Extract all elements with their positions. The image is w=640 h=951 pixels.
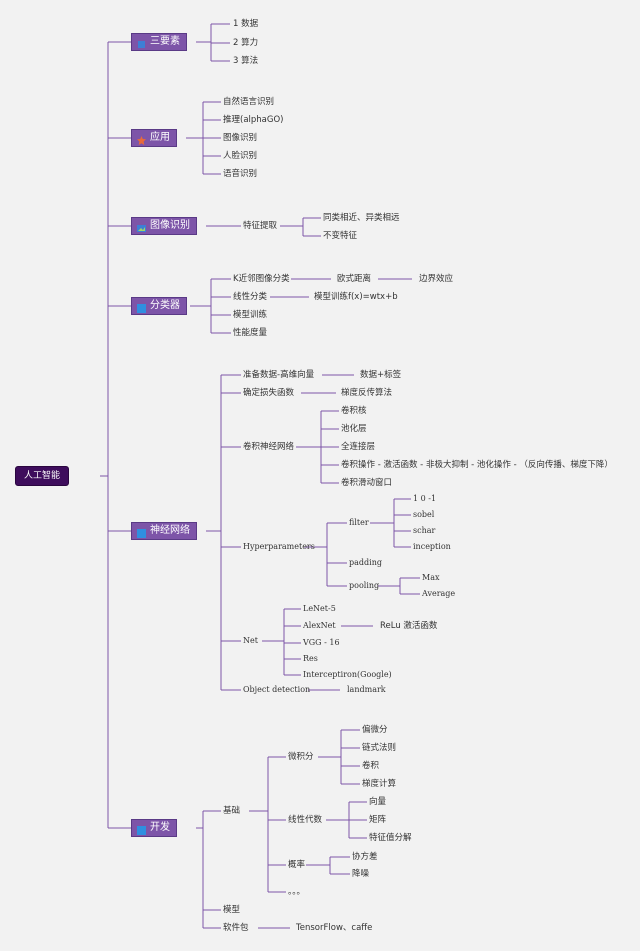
- node-boundary-effect[interactable]: 边界效应: [419, 274, 454, 284]
- branch-label: 分类器: [150, 300, 180, 311]
- square-icon: [137, 527, 146, 538]
- node-model-training-formula[interactable]: 模型训练f(x)=wtx+b: [314, 292, 398, 302]
- node-pooling[interactable]: pooling: [349, 581, 380, 590]
- node-inception[interactable]: inception: [413, 542, 451, 551]
- branch-tu-xiang-shi-bie[interactable]: 图像识别: [131, 217, 197, 235]
- branch-kai-fa[interactable]: 开发: [131, 819, 177, 837]
- node-data-label[interactable]: 数据+标签: [360, 370, 402, 380]
- node-filter[interactable]: filter: [349, 518, 369, 527]
- node-hyperparameters[interactable]: Hyperparameters: [243, 542, 315, 551]
- branch-label: 应用: [150, 132, 170, 143]
- node-padding[interactable]: padding: [349, 558, 382, 567]
- node-covariance[interactable]: 协方差: [352, 852, 378, 862]
- node-net[interactable]: Net: [243, 636, 258, 645]
- node-model-training[interactable]: 模型训练: [233, 310, 268, 320]
- node-gradient-computation[interactable]: 梯度计算: [362, 779, 397, 789]
- node-vgg16[interactable]: VGG - 16: [303, 638, 340, 647]
- node-denoise[interactable]: 降噪: [352, 869, 370, 879]
- node-tensorflow-caffe[interactable]: TensorFlow、caffe: [296, 923, 373, 933]
- image-icon: [137, 222, 146, 232]
- node-max[interactable]: Max: [422, 573, 440, 582]
- node-chain-rule[interactable]: 链式法则: [362, 743, 397, 753]
- node-relu[interactable]: ReLu 激活函数: [380, 621, 438, 631]
- node-pooling-layer[interactable]: 池化层: [341, 424, 367, 434]
- node-nlp[interactable]: 自然语言识别: [223, 97, 275, 107]
- node-ellipsis[interactable]: 。。。: [288, 887, 306, 897]
- branch-shen-jing-wang-luo[interactable]: 神经网络: [131, 522, 197, 540]
- square-icon: [137, 302, 146, 313]
- node-backprop[interactable]: 梯度反传算法: [341, 388, 393, 398]
- node-linear-algebra[interactable]: 线性代数: [288, 815, 323, 825]
- node-lenet5[interactable]: LeNet-5: [303, 604, 336, 613]
- node-res[interactable]: Res: [303, 654, 318, 663]
- node-average[interactable]: Average: [422, 589, 456, 598]
- branch-label: 三要素: [150, 36, 180, 47]
- branch-label: 神经网络: [150, 525, 190, 536]
- node-cnn[interactable]: 卷积神经网络: [243, 442, 295, 452]
- node-basics[interactable]: 基础: [223, 806, 241, 816]
- node-probability[interactable]: 概率: [288, 860, 306, 870]
- node-euclidean[interactable]: 欧式距离: [337, 274, 372, 284]
- node-vector[interactable]: 向量: [369, 797, 387, 807]
- node-image-recognition[interactable]: 图像识别: [223, 133, 258, 143]
- node-filter-1-0-minus1[interactable]: 1 0 -1: [413, 494, 437, 503]
- branch-fen-lei-qi[interactable]: 分类器: [131, 297, 187, 315]
- node-linear-classifier[interactable]: 线性分类: [233, 292, 268, 302]
- node-loss-function[interactable]: 确定损失函数: [243, 388, 295, 398]
- node-prepare-data[interactable]: 准备数据-高维向量: [243, 370, 315, 380]
- node-suan-li[interactable]: 2 算力: [233, 38, 259, 48]
- node-calculus[interactable]: 微积分: [288, 752, 314, 762]
- node-feature-extraction[interactable]: 特征提取: [243, 221, 278, 231]
- node-matrix[interactable]: 矩阵: [369, 815, 387, 825]
- node-fc-layer[interactable]: 全连接层: [341, 442, 376, 452]
- node-partial-derivative[interactable]: 偏微分: [362, 725, 388, 735]
- node-face-recognition[interactable]: 人脸识别: [223, 151, 258, 161]
- node-speech-recognition[interactable]: 语音识别: [223, 169, 258, 179]
- node-sliding-window[interactable]: 卷积滑动窗口: [341, 478, 393, 488]
- star-icon: [137, 134, 146, 145]
- node-software-package[interactable]: 软件包: [223, 923, 249, 933]
- node-shu-ju[interactable]: 1 数据: [233, 19, 259, 29]
- node-conv-kernel[interactable]: 卷积核: [341, 406, 367, 416]
- node-performance-metric[interactable]: 性能度量: [233, 328, 268, 338]
- node-landmark[interactable]: landmark: [347, 685, 386, 694]
- node-invariant-feature[interactable]: 不变特征: [323, 231, 358, 241]
- node-suan-fa[interactable]: 3 算法: [233, 56, 259, 66]
- node-sobel[interactable]: sobel: [413, 510, 435, 519]
- cube-icon: [137, 38, 146, 48]
- node-similar-near[interactable]: 同类相近、异类相远: [323, 213, 400, 223]
- branch-ying-yong[interactable]: 应用: [131, 129, 177, 147]
- node-schar[interactable]: schar: [413, 526, 436, 535]
- node-alexnet[interactable]: AlexNet: [303, 621, 336, 630]
- node-interceptiron[interactable]: Interceptiron(Google): [303, 670, 392, 679]
- node-eigen-decomposition[interactable]: 特征值分解: [369, 833, 412, 843]
- square-icon: [137, 824, 146, 835]
- node-object-detection[interactable]: Object detection: [243, 685, 311, 694]
- node-model[interactable]: 模型: [223, 905, 241, 915]
- node-conv-pipeline[interactable]: 卷积操作 - 激活函数 - 非极大抑制 - 池化操作 - （反向传播、梯度下降）: [341, 460, 613, 470]
- root-node[interactable]: 人工智能: [15, 466, 70, 486]
- branch-san-yao-su[interactable]: 三要素: [131, 33, 187, 51]
- branch-label: 图像识别: [150, 220, 190, 231]
- node-alphago[interactable]: 推理(alphaGO): [223, 115, 284, 125]
- node-convolution[interactable]: 卷积: [362, 761, 380, 771]
- node-knn[interactable]: K近邻图像分类: [233, 274, 290, 284]
- branch-label: 开发: [150, 822, 170, 833]
